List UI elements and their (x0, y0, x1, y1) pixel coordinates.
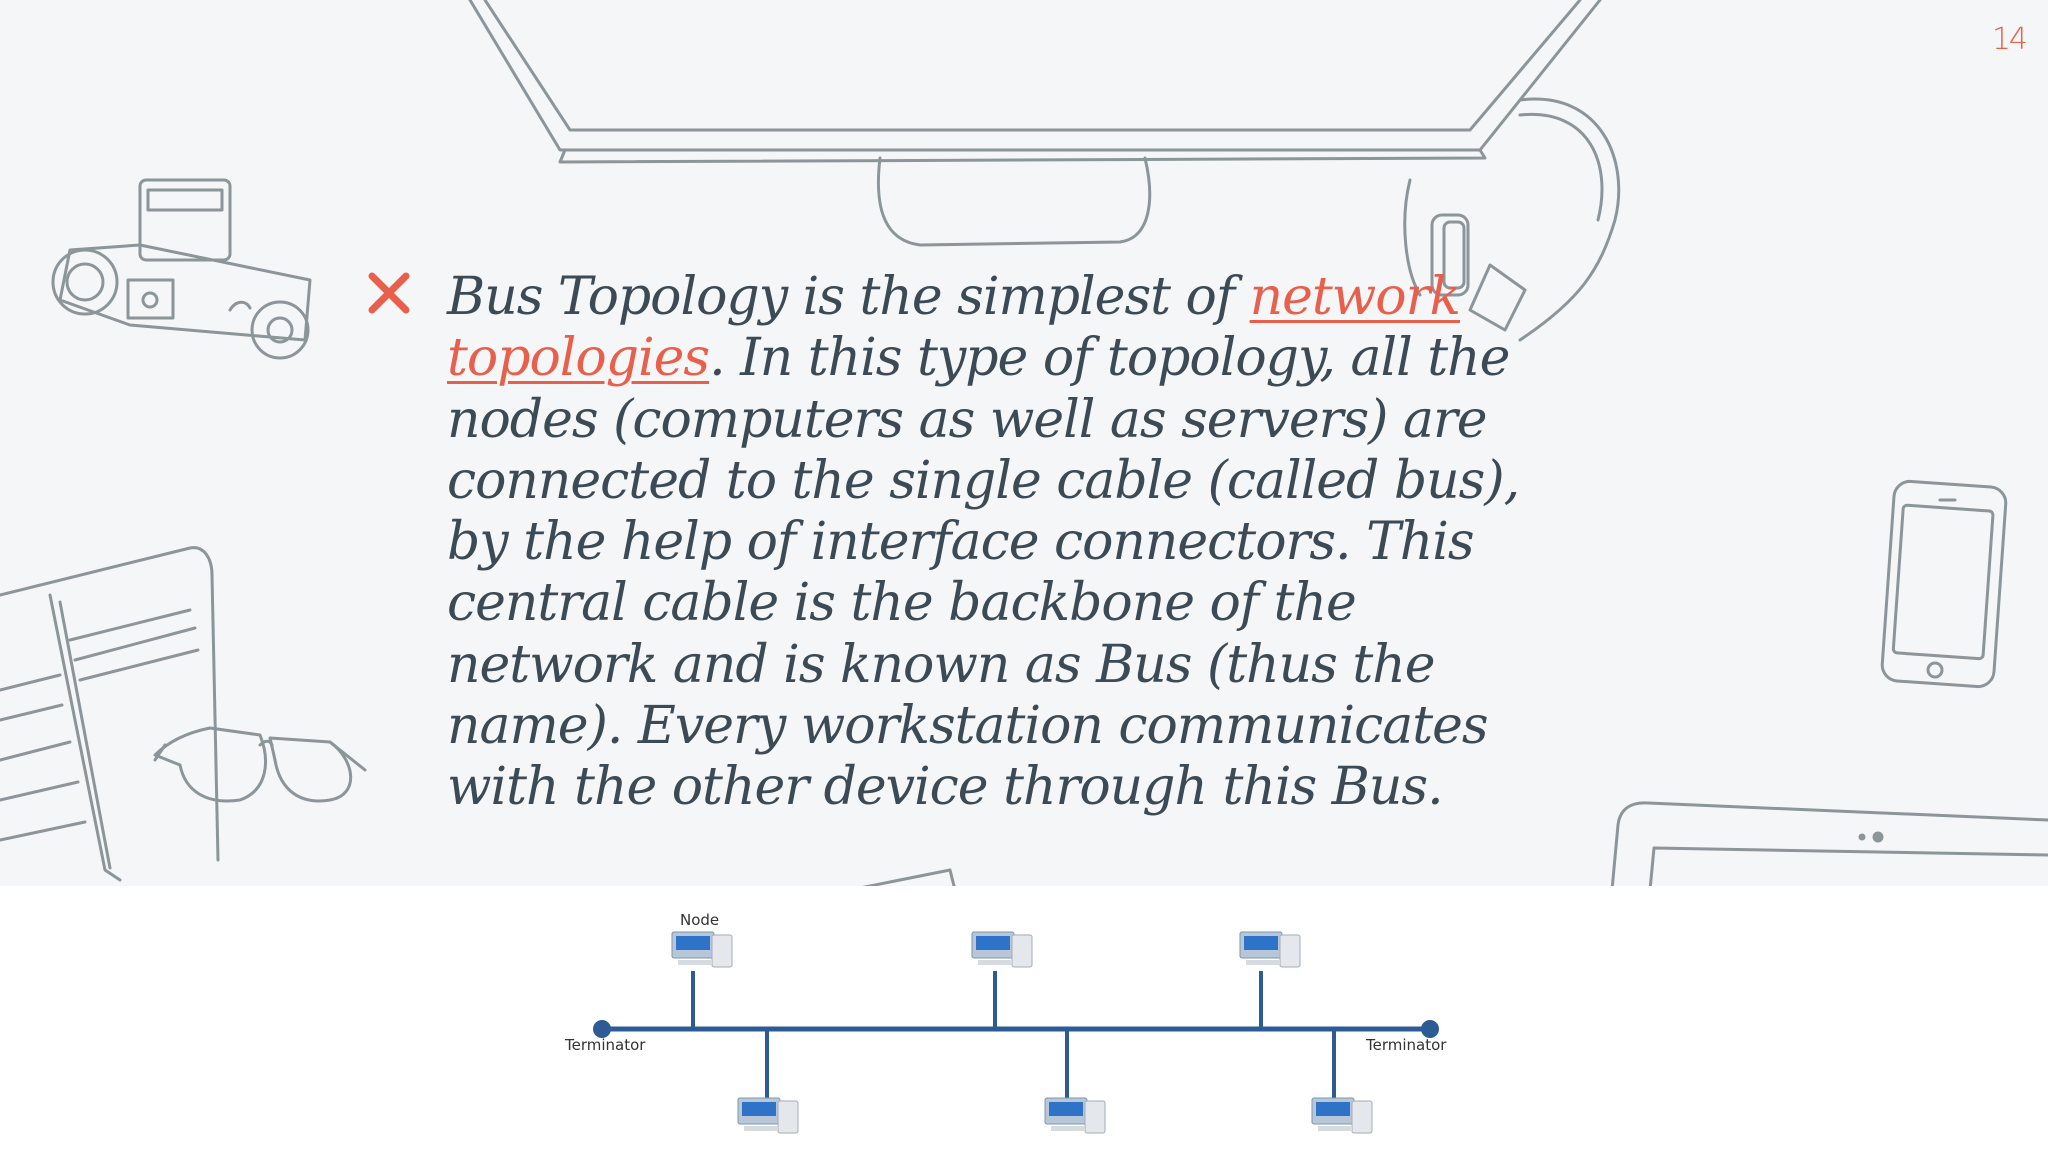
terminator-left-label: Terminator (564, 1036, 646, 1054)
node-computer-icon (671, 931, 733, 968)
tablet-sketch-icon (1610, 801, 2048, 890)
x-mark-icon (368, 272, 410, 314)
terminator-right-dot (1421, 1020, 1439, 1038)
bus-topology-diagram-panel: Node Terminator Terminator (0, 886, 2048, 1152)
headphones-sketch-icon (1403, 97, 1621, 342)
network-topologies-link[interactable]: network topologies (447, 267, 1461, 389)
background-illustration (0, 0, 2048, 890)
node-computer-icon (971, 931, 1033, 968)
node-computer-icon (1311, 1097, 1373, 1134)
monitor-sketch-icon (468, 0, 1602, 247)
glasses-sketch-icon (153, 726, 367, 803)
node-computer-icon (1044, 1097, 1106, 1134)
phone-sketch-icon (1880, 479, 2008, 689)
bus-topology-diagram: Node Terminator Terminator (564, 911, 1447, 1134)
paper-sketch-icon (848, 868, 957, 890)
node-label: Node (680, 911, 719, 929)
node-computer-icon (737, 1097, 799, 1134)
page-number: 14 (1991, 22, 2028, 57)
camera-sketch-icon (51, 178, 312, 360)
terminator-left-dot (593, 1020, 611, 1038)
bullet-paragraph: Bus Topology is the simplest of network … (447, 267, 1527, 819)
notebook-sketch-icon (0, 546, 220, 882)
terminator-right-label: Terminator (1365, 1036, 1447, 1054)
paragraph-rest: . In this type of topology, all the node… (447, 328, 1520, 818)
node-computer-icon (1239, 931, 1301, 968)
paragraph-intro: Bus Topology is the simplest of (447, 267, 1250, 327)
